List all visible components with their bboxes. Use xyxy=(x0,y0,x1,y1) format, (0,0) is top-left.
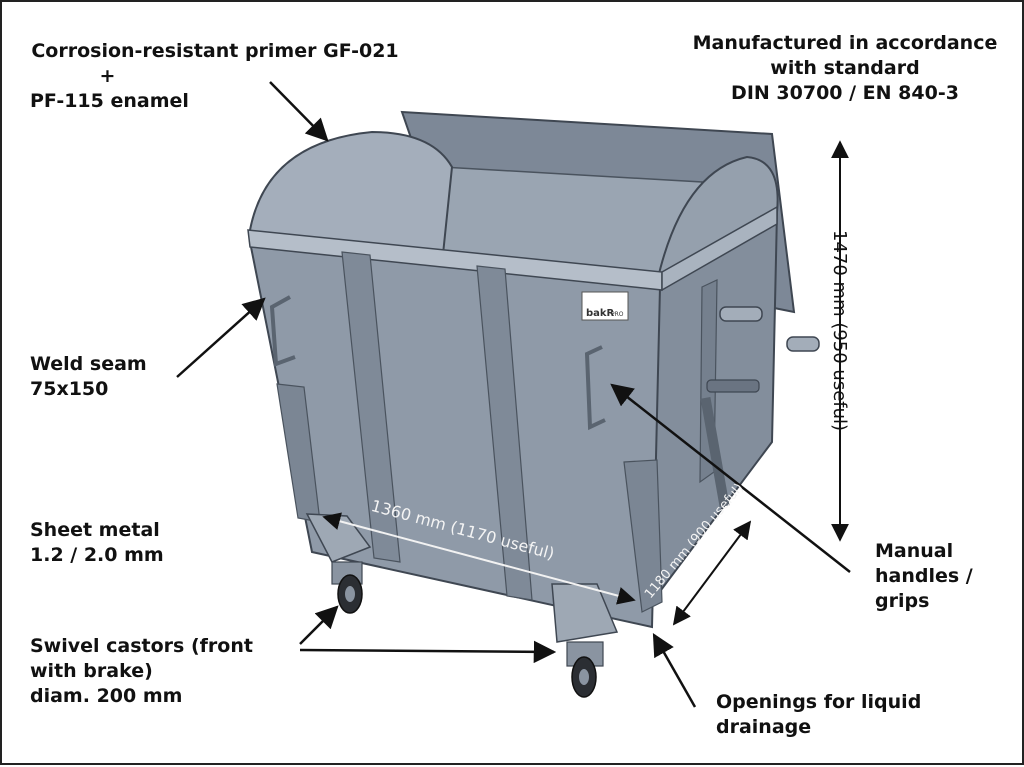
drainage-label-line-2: drainage xyxy=(716,716,812,738)
sticker-sub: PRO xyxy=(611,311,624,318)
handles-label-line-1: Manual xyxy=(875,540,954,562)
standard-label-line-1: Manufactured in accordance xyxy=(692,32,998,54)
weld-seam-label-line-2: 75x150 xyxy=(30,378,109,400)
primer-label-line-3: PF-115 enamel xyxy=(30,90,189,112)
handles-label-line-3: grips xyxy=(875,590,930,612)
right-sleeve xyxy=(623,459,663,613)
sheet-metal-label: Sheet metal 1.2 / 2.0 mm xyxy=(30,518,164,568)
arrow-castors-right xyxy=(299,640,557,664)
drainage-label: Openings for liquid drainage xyxy=(716,690,921,740)
trunnion-upper xyxy=(719,306,763,322)
lid-arm xyxy=(700,396,730,508)
dimension-length-line xyxy=(322,512,636,605)
castors-label-line-3: diam. 200 mm xyxy=(30,685,183,707)
dimension-width-line xyxy=(672,520,752,626)
primer-label: Corrosion-resistant primer GF-021 + PF-1… xyxy=(30,39,400,114)
weld-seam-label: Weld seam 75x150 xyxy=(30,352,147,402)
primer-label-line-2: + xyxy=(99,65,116,87)
weld-seam-label-line-1: Weld seam xyxy=(30,353,147,375)
standard-label-line-2: with standard xyxy=(770,57,920,79)
drainage-label-line-1: Openings for liquid xyxy=(716,691,922,713)
castors-label-line-2: with brake) xyxy=(30,660,153,682)
primer-label-line-1: Corrosion-resistant primer GF-021 xyxy=(31,40,399,62)
standard-label: Manufactured in accordance with standard… xyxy=(688,31,1002,106)
arrow-drainage xyxy=(652,633,697,708)
trunnion-lower xyxy=(786,336,820,352)
arrow-castors-up xyxy=(299,605,339,645)
sheet-metal-label-line-2: 1.2 / 2.0 mm xyxy=(30,544,164,566)
castors-label-line-1: Swivel castors (front xyxy=(30,635,253,657)
sticker-brand: bakR xyxy=(586,308,615,319)
sheet-metal-label-line-1: Sheet metal xyxy=(30,519,160,541)
handle-right xyxy=(584,345,606,431)
right-rim xyxy=(661,205,778,292)
standard-label-line-3: DIN 30700 / EN 840-3 xyxy=(731,82,959,104)
label-sticker xyxy=(581,291,629,321)
lid-latch xyxy=(706,379,760,393)
handles-label: Manual handles / grips xyxy=(875,539,973,614)
left-dome xyxy=(249,130,454,266)
arrow-weld xyxy=(176,297,266,378)
handle-left xyxy=(269,295,296,367)
arrow-handles xyxy=(610,383,851,573)
arrow-primer xyxy=(269,81,329,142)
handles-label-line-2: handles / xyxy=(875,565,973,587)
dimension-height: 1470 mm (950 useful) xyxy=(829,230,850,432)
right-dome xyxy=(655,155,779,285)
castors-label: Swivel castors (front with brake) diam. … xyxy=(30,634,253,709)
